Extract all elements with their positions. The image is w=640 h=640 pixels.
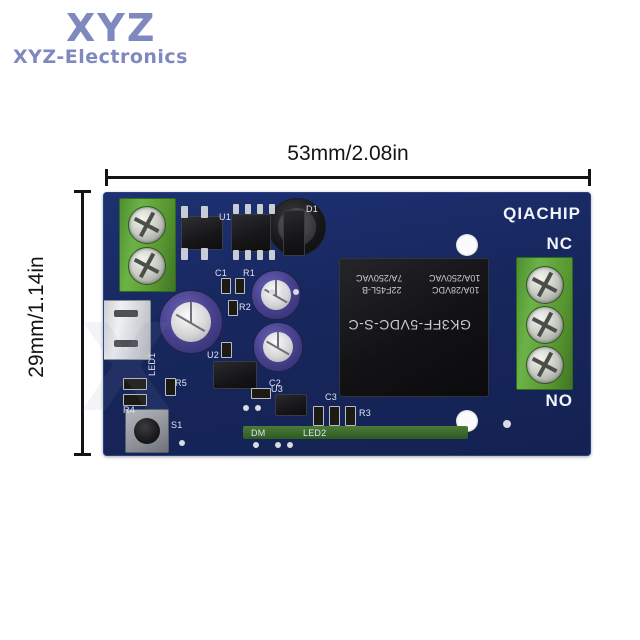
via-3 xyxy=(293,289,299,295)
no-label: NO xyxy=(545,391,573,410)
nc-label: NC xyxy=(546,234,573,253)
pad-u1-5 xyxy=(233,250,239,260)
mounting-hole-top-right xyxy=(456,234,478,256)
via-5 xyxy=(255,405,261,411)
relay-rating-3: 7A/250VAC xyxy=(355,273,402,283)
pad-u1-7 xyxy=(257,250,263,260)
power-terminal-screw-1[interactable] xyxy=(128,206,166,244)
via-2 xyxy=(281,289,287,295)
watermark-subtitle: XYZ-Electronics xyxy=(13,46,188,68)
silk-u3: U3 xyxy=(271,384,283,394)
via-4 xyxy=(243,405,249,411)
dimension-height-label: 29mm/1.14in xyxy=(25,256,48,378)
ic-u2 xyxy=(213,361,257,389)
via-6 xyxy=(253,442,259,448)
via-8 xyxy=(287,442,293,448)
resistor-r1b xyxy=(235,278,245,294)
silk-r2: R2 xyxy=(239,302,251,312)
smd-component-misc xyxy=(221,342,232,358)
resistor-r2 xyxy=(228,300,238,316)
power-terminal-screw-2[interactable] xyxy=(128,247,166,285)
relay-component: GK3FF-5VDC-S-C 10A/250VAC 10A/28VDC 7A/2… xyxy=(339,258,489,397)
relay-rating-1: 10A/250VAC xyxy=(428,273,480,283)
led1-indicator xyxy=(123,378,147,390)
resistor-r5 xyxy=(165,378,176,396)
transistor-q1 xyxy=(181,216,223,250)
relay-terminal-screw-com[interactable] xyxy=(526,306,564,344)
dimension-width-cap-right xyxy=(588,169,591,186)
antenna-strip xyxy=(243,426,468,439)
silk-led1: LED1 xyxy=(147,352,157,376)
relay-rating-2: 10A/28VDC xyxy=(432,285,480,295)
via-bottom-right xyxy=(503,420,511,428)
dimension-width-line xyxy=(105,176,591,179)
ic-u1 xyxy=(231,214,271,252)
watermark-brand: XYZ xyxy=(66,6,157,50)
relay-part-number: GK3FF-5VDC-S-C xyxy=(348,317,471,333)
dimension-height-line xyxy=(81,190,84,456)
pad-q1-4 xyxy=(201,248,208,260)
board-brand-label: QIACHIP xyxy=(503,204,581,223)
relay-terminal-screw-nc[interactable] xyxy=(526,266,564,304)
relay-output-terminal-block[interactable] xyxy=(516,257,573,390)
capacitor-mid xyxy=(251,270,301,320)
led2-indicator xyxy=(313,406,324,426)
pad-u1-2 xyxy=(245,204,251,214)
resistor-r3 xyxy=(345,406,356,426)
pad-u1-6 xyxy=(245,250,251,260)
via-9 xyxy=(179,440,185,446)
silk-u2: U2 xyxy=(207,350,219,360)
capacitor-c3-smd xyxy=(329,406,340,426)
via-7 xyxy=(275,442,281,448)
pad-q1-2 xyxy=(201,206,208,218)
pad-u1-1 xyxy=(233,204,239,214)
ic-u3 xyxy=(275,394,307,416)
silk-r1: R1 xyxy=(243,268,255,278)
silk-d1: D1 xyxy=(306,204,318,214)
relay-terminal-screw-no[interactable] xyxy=(526,346,564,384)
resistor-r4 xyxy=(123,394,147,406)
push-button-s1[interactable] xyxy=(125,409,169,453)
capacitor-large xyxy=(159,290,223,354)
capacitor-small xyxy=(253,322,303,372)
dimension-width-cap-left xyxy=(105,169,108,186)
resistor-r1 xyxy=(221,278,231,294)
silk-c3: C3 xyxy=(325,392,337,402)
pad-u1-4 xyxy=(269,204,275,214)
pcb-board: QIACHIP NC NO GK3FF-5VDC-S-C 10A/250VAC … xyxy=(103,192,591,456)
silk-r4: R4 xyxy=(123,405,135,415)
pad-u1-8 xyxy=(269,250,275,260)
silk-r3: R3 xyxy=(359,408,371,418)
pad-u1-3 xyxy=(257,204,263,214)
silk-c2: C2 xyxy=(269,378,281,388)
capacitor-c2-smd xyxy=(251,388,271,399)
relay-rating-4: 22F45L-B xyxy=(362,285,402,295)
silk-s1: S1 xyxy=(171,420,183,430)
silk-led2: LED2 xyxy=(303,428,327,438)
pad-q1-1 xyxy=(181,206,188,218)
power-terminal-block[interactable] xyxy=(119,198,176,292)
micro-usb-connector[interactable] xyxy=(103,300,151,360)
pad-q1-3 xyxy=(181,248,188,260)
silk-u1: U1 xyxy=(219,212,231,222)
dimension-width-label: 53mm/2.08in xyxy=(287,142,409,165)
silk-c1: C1 xyxy=(215,268,227,278)
diode-d1-package xyxy=(283,210,305,256)
watermark-logo: XYZ XYZ-Electronics xyxy=(0,0,220,90)
silk-dm: DM xyxy=(251,428,266,438)
silk-r5: R5 xyxy=(175,378,187,388)
via-1 xyxy=(269,289,275,295)
dimension-height-cap-top xyxy=(74,190,91,193)
dimension-height-cap-bottom xyxy=(74,453,91,456)
